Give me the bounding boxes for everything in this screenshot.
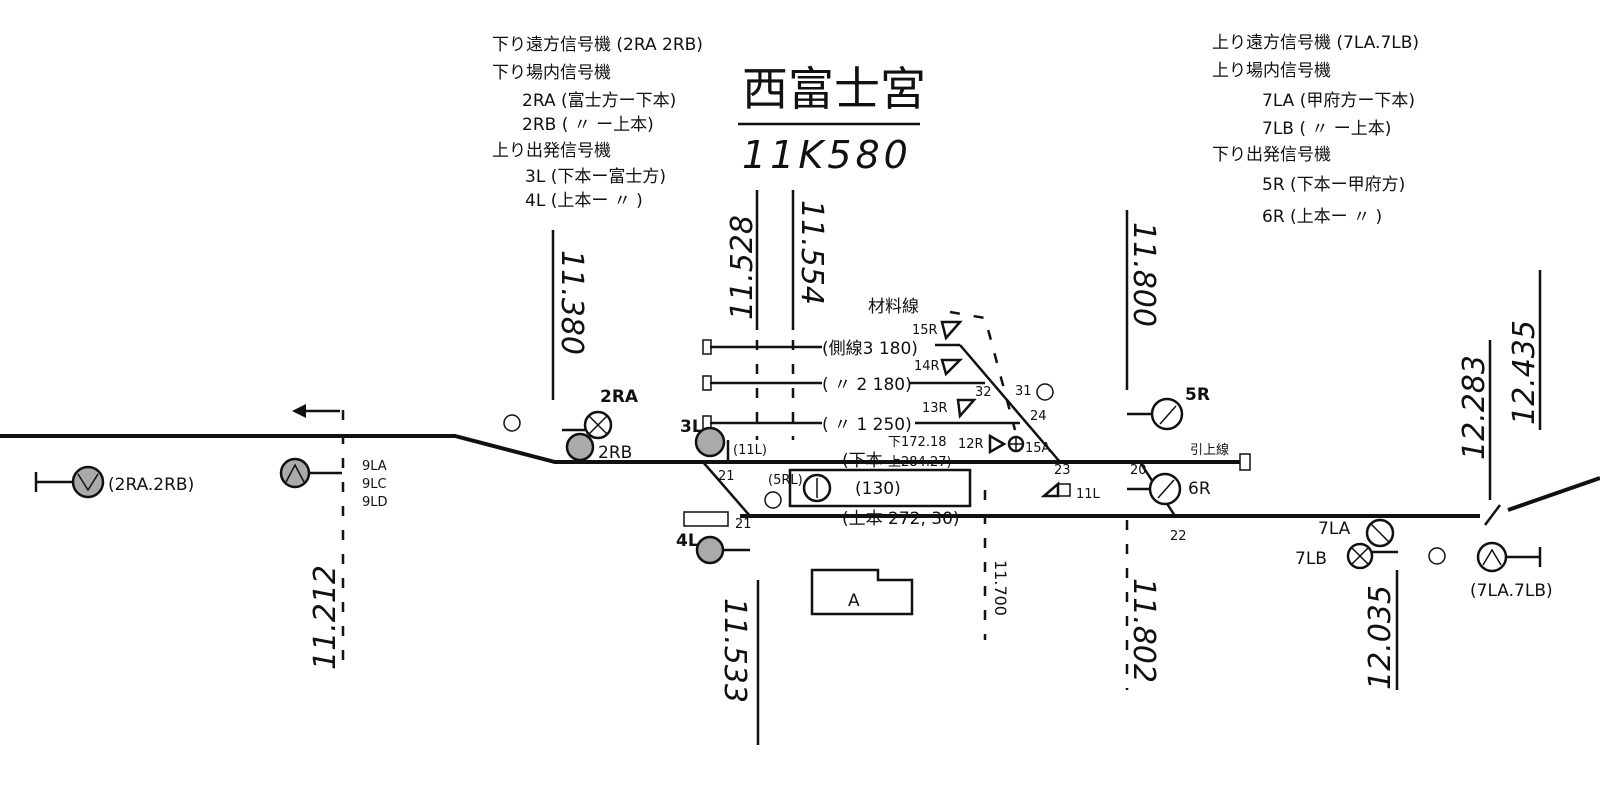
legend-line: 2RB ( 〃 ー上本) <box>522 115 654 135</box>
switch-number: 23 <box>1054 463 1071 478</box>
shunt-signal-icon <box>956 398 977 419</box>
track-label: ( 〃 2 180) <box>822 375 912 395</box>
switch-number: 32 <box>975 385 992 400</box>
lightning-icon <box>764 491 782 509</box>
legend-line: 上り場内信号機 <box>1212 61 1331 81</box>
legend-line: 下り遠方信号機 (2RA 2RB) <box>492 35 703 55</box>
legend-line: 3L (下本ー富士方) <box>525 167 666 187</box>
track-label: (11L) <box>733 443 767 458</box>
km-post: 11.700 <box>991 560 1010 616</box>
starting-signal-5r-icon <box>1150 397 1184 431</box>
left-legend: 下り遠方信号機 (2RA 2RB) 下り場内信号機 2RA (富士方ー下本) 2… <box>492 35 703 211</box>
station-building: A <box>810 568 914 616</box>
legend-line: 上り遠方信号機 (7LA.7LB) <box>1212 33 1419 53</box>
siding-label: 材料線 <box>868 297 919 317</box>
signal-label: 9LD <box>362 495 388 510</box>
legend-line: 6R (上本ー 〃 ) <box>1262 207 1382 227</box>
switch-number: 21 <box>735 517 752 532</box>
shunt-signal-icon <box>940 358 964 377</box>
km-post: 11.380 <box>554 250 589 355</box>
switch-number: 20 <box>1130 463 1147 478</box>
signal-label: 12R <box>958 437 984 452</box>
signal-label: 7LB <box>1295 549 1327 569</box>
legend-line: 7LA (甲府方ー下本) <box>1262 91 1415 111</box>
arrester-icons <box>503 383 1446 565</box>
km-posts: 11.380 11.528 11.554 11.800 12.283 12.43… <box>308 190 1542 745</box>
signal-label: 4L <box>676 531 699 551</box>
legend-line: 下り場内信号機 <box>492 63 611 83</box>
buffer-stop-icon <box>702 339 712 355</box>
signal-label: 5R <box>1185 385 1210 405</box>
switch-number: 21 <box>718 469 735 484</box>
signal-label: 9LC <box>362 477 387 492</box>
km-post: 12.283 <box>1457 355 1492 460</box>
signal-label: 7LA <box>1318 519 1351 539</box>
station-name: 西富士宮 <box>742 62 926 116</box>
km-post: 11.802 <box>1126 578 1161 683</box>
buffer-stop-icon <box>1239 453 1251 471</box>
switch-number: 22 <box>1170 529 1187 544</box>
km-post: 11.554 <box>794 200 829 305</box>
track-label: (下本 <box>842 451 883 471</box>
switch-numbers: 21 21 31 24 23 20 22 32 <box>718 384 1187 544</box>
legend-line: 7LB ( 〃 ー上本) <box>1262 119 1391 139</box>
building-label: A <box>848 591 860 611</box>
km-post: 11.528 <box>725 215 760 320</box>
switch-number: 24 <box>1030 409 1047 424</box>
legend-line: 上り出発信号機 <box>492 141 611 161</box>
shunt-signal-icon <box>988 433 1007 455</box>
starting-signal-3l-icon <box>694 426 726 458</box>
track-labels: 材料線 (側線3 180) ( 〃 2 180) ( 〃 1 250) (下本 … <box>733 297 1229 529</box>
km-post: 11.533 <box>717 598 752 703</box>
repeater-signal-icon <box>279 457 311 489</box>
signal-label: 15R <box>912 323 938 338</box>
shunt-signal-icon <box>940 320 963 341</box>
signal-label: 15A <box>1025 441 1051 456</box>
right-legend: 上り遠方信号機 (7LA.7LB) 上り場内信号機 7LA (甲府方ー下本) 7… <box>1212 33 1419 227</box>
lightning-icon <box>1036 383 1054 401</box>
home-signal-2rb-icon <box>565 432 595 462</box>
track-label: (側線3 180) <box>822 339 918 359</box>
signal-label: 6R <box>1188 479 1211 499</box>
station-title: 西富士宮 11K580 <box>738 62 926 177</box>
signal-label: 13R <box>922 401 948 416</box>
signal-label: 9LA <box>362 459 387 474</box>
distant-signal-icon <box>71 465 105 499</box>
track-length: 下172.18 <box>888 435 947 450</box>
distant-signal-icon <box>1476 541 1508 573</box>
signal-label: (7LA.7LB) <box>1470 581 1553 601</box>
signal-label: 3L <box>680 417 703 437</box>
km-post: 11.800 <box>1126 222 1161 327</box>
legend-line: 下り出発信号機 <box>1212 145 1331 165</box>
lightning-icon <box>503 414 521 432</box>
buffer-stop-icon <box>702 375 712 391</box>
signal-label: 2RB <box>598 443 632 463</box>
km-post: 11.212 <box>308 565 343 670</box>
signal-label: 2RA <box>600 387 639 407</box>
station-km: 11K580 <box>742 133 912 177</box>
tracks <box>0 310 1600 527</box>
signal-label: (2RA.2RB) <box>108 475 194 495</box>
signal-label: 11L <box>1076 487 1101 502</box>
signal-label: 14R <box>914 359 940 374</box>
legend-line: 4L (上本ー 〃 ) <box>525 191 643 211</box>
signals: (2RA.2RB) 9LA 9LC 9LD 2RA 2RB 3L 4L (5RL… <box>34 320 1553 601</box>
shunt-signal-icon <box>1040 481 1060 498</box>
legend-line: 2RA (富士方ー下本) <box>522 91 676 111</box>
track-label: (上本 272, 30) <box>842 509 960 529</box>
track-length: 上284.27) <box>888 455 952 470</box>
km-post: 12.035 <box>1363 585 1398 690</box>
arrow-left-icon <box>292 404 306 418</box>
platform-label: (130) <box>855 479 901 499</box>
km-post: 12.435 <box>1507 320 1542 425</box>
legend-line: 5R (下本ー甲府方) <box>1262 175 1405 195</box>
switch-number: 31 <box>1015 384 1032 399</box>
signal-label: (5RL) <box>768 473 803 488</box>
starting-signal-4l-icon <box>695 535 725 565</box>
headshunt-label: 引上線 <box>1190 442 1229 458</box>
lightning-icon <box>1428 547 1446 565</box>
track-label: ( 〃 1 250) <box>822 415 912 435</box>
